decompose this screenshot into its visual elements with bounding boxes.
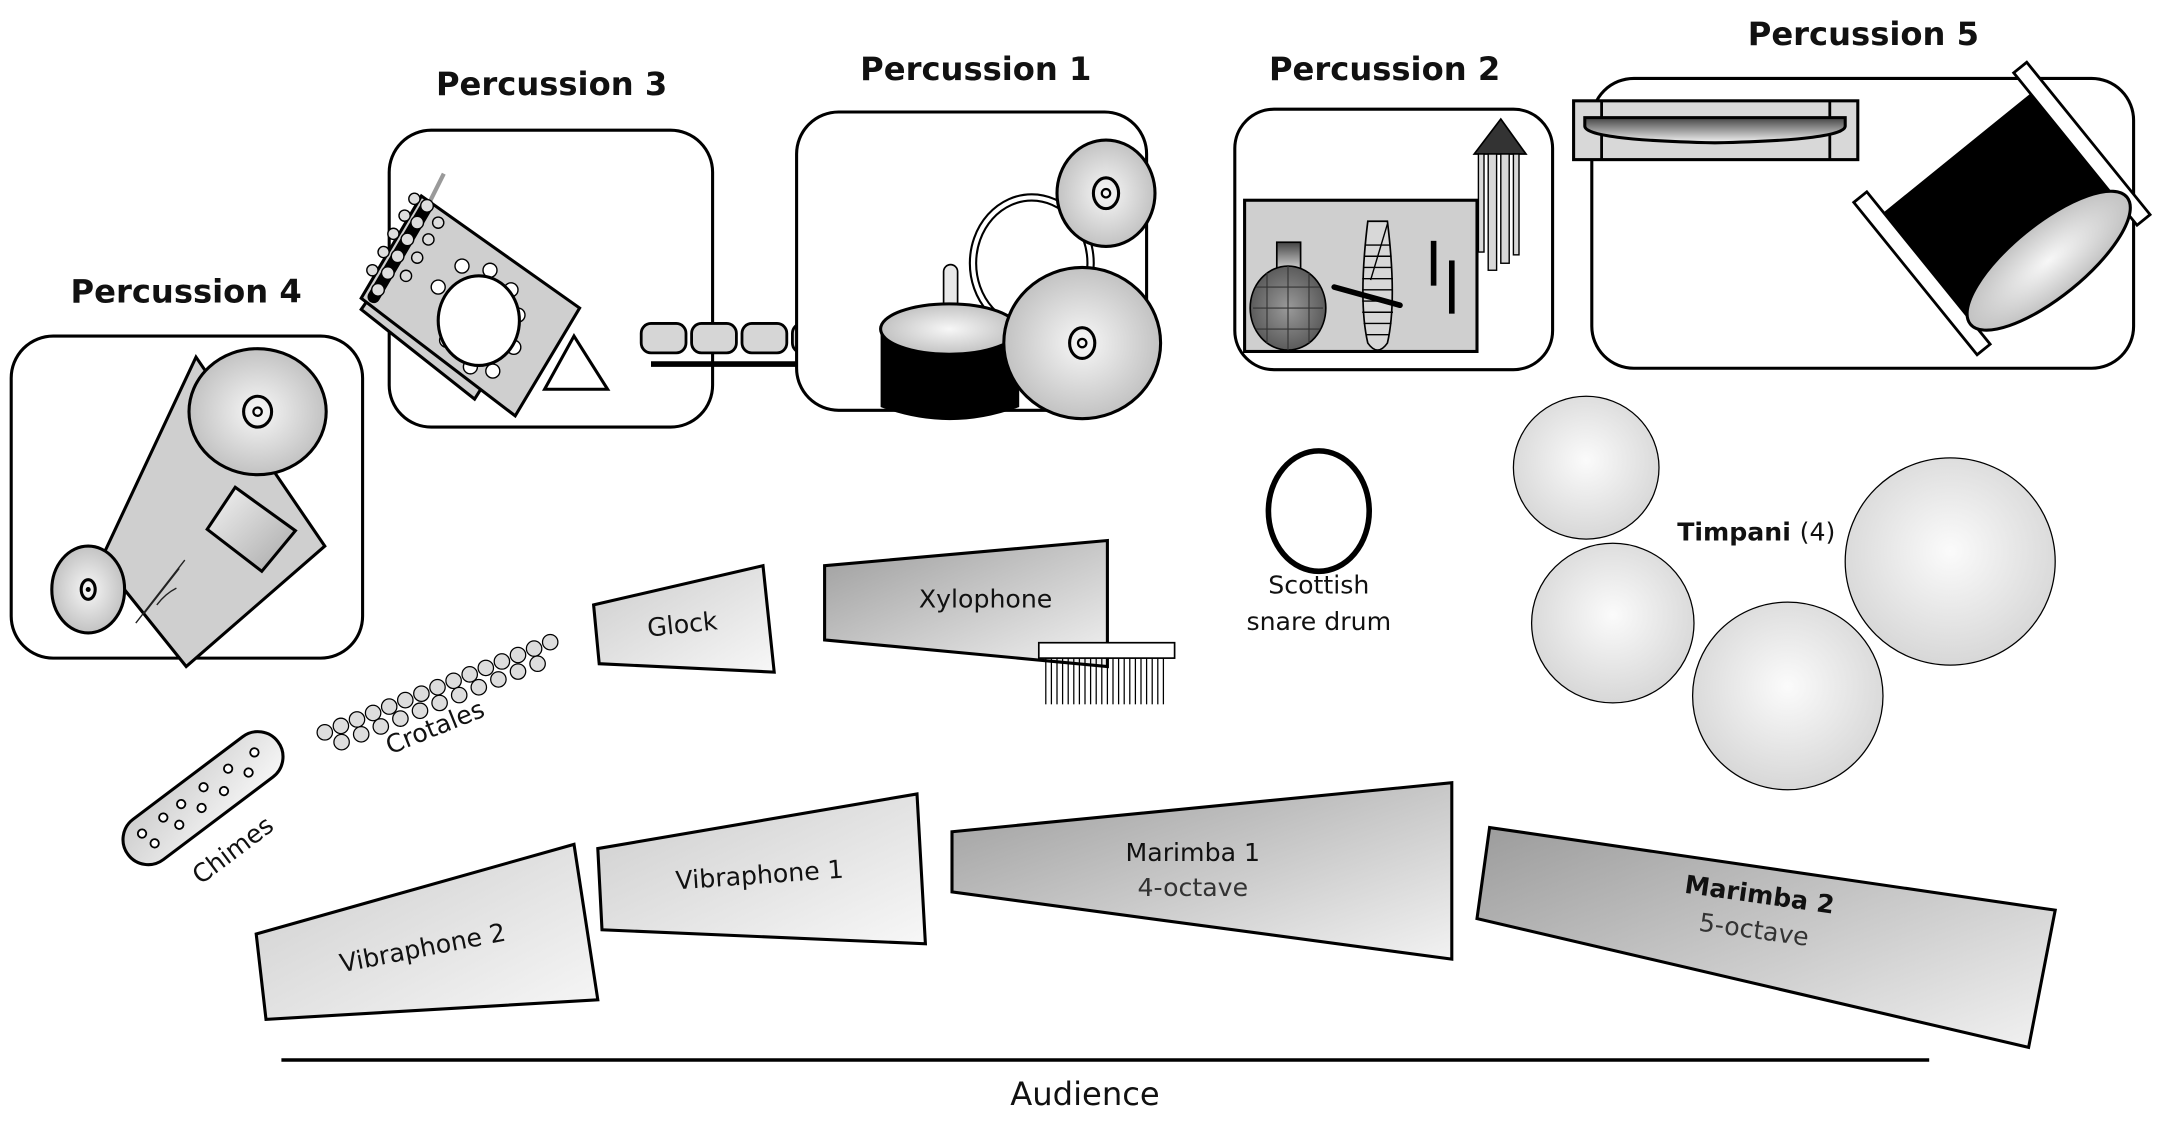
station-percussion-4: Percussion 4 xyxy=(9,272,365,669)
station-percussion-1: Percussion 1 xyxy=(795,50,1163,421)
crotale-disc xyxy=(445,672,462,690)
cymbal-small-icon xyxy=(50,544,127,635)
vibraphone-2: Vibraphone 2 xyxy=(254,842,600,1022)
station-title: Percussion 5 xyxy=(1748,15,1979,53)
chimes: Chimes xyxy=(121,730,285,890)
station-percussion-5: Percussion 5 xyxy=(1572,15,2153,370)
crotale-disc xyxy=(396,691,414,709)
station-percussion-2: Percussion 2 xyxy=(1233,50,1555,372)
cymbal-large-icon xyxy=(1002,265,1163,421)
crotales: Crotales xyxy=(316,633,559,760)
chimes-body xyxy=(121,730,285,867)
cymbal-large-icon xyxy=(187,347,328,477)
crotale-disc xyxy=(470,678,488,696)
station-title: Percussion 2 xyxy=(1269,50,1500,88)
station-title: Percussion 1 xyxy=(860,50,1091,88)
marimba-1: Marimba 1 4-octave xyxy=(950,781,1454,961)
crotale-disc xyxy=(364,704,382,722)
timpano xyxy=(1691,601,1884,791)
mallet-rack-icon xyxy=(366,192,445,304)
station-percussion-3: Percussion 3 xyxy=(359,65,715,429)
crotale-disc xyxy=(316,723,334,741)
triangle-icon xyxy=(541,333,611,391)
crotale-disc xyxy=(332,717,350,735)
mark-tree-icon xyxy=(1472,117,1528,271)
crotale-disc xyxy=(333,733,350,751)
xylophone: Xylophone xyxy=(823,538,1176,705)
crotale-disc xyxy=(411,702,429,720)
xylophone-label: Xylophone xyxy=(919,585,1052,614)
snare-drum-icon xyxy=(1265,448,1372,575)
marimba-1-label: Marimba 1 xyxy=(1126,838,1261,867)
snare-label-line2: snare drum xyxy=(1246,607,1391,636)
marimba-2-body xyxy=(1475,825,2058,1050)
thunder-sheet-icon xyxy=(1572,99,1860,162)
crotale-disc xyxy=(392,710,409,727)
cymbal-small-icon xyxy=(1055,138,1157,248)
crotale-disc xyxy=(461,666,479,683)
crotale-disc xyxy=(413,685,430,703)
vibraphone-1-body xyxy=(596,792,928,946)
marimba-1-body xyxy=(950,781,1454,961)
tambourine-icon xyxy=(430,258,526,379)
guiro-icon xyxy=(1362,220,1394,351)
crotale-disc xyxy=(509,646,527,664)
crotale-disc xyxy=(431,694,448,712)
crotale-disc xyxy=(529,655,546,673)
crotale-disc xyxy=(541,633,559,651)
crotale-disc xyxy=(352,725,370,743)
marimba-2: Marimba 2 5-octave xyxy=(1475,825,2058,1050)
audience-label: Audience xyxy=(1010,1075,1159,1113)
scottish-snare-drum: Scottish snare drum xyxy=(1246,448,1391,636)
vibraphone-2-body xyxy=(254,842,600,1022)
timpani-group: Timpani (4) xyxy=(1512,395,2056,791)
crotale-disc xyxy=(477,659,495,677)
crotale-disc xyxy=(490,671,507,688)
crotale-disc xyxy=(450,686,468,704)
claves-icon xyxy=(1430,240,1455,314)
timpani-label: Timpani (4) xyxy=(1677,517,1835,546)
crotale-disc xyxy=(348,711,366,728)
bass-drum-large-icon xyxy=(1851,60,2153,357)
vibraphone-1: Vibraphone 1 xyxy=(596,792,928,946)
tray-table-icon xyxy=(359,172,582,419)
station-title: Percussion 4 xyxy=(71,272,302,310)
timpano xyxy=(1844,457,2056,666)
timpano xyxy=(1530,542,1695,704)
crotale-disc xyxy=(429,678,446,696)
shekere-icon xyxy=(1249,241,1327,351)
glock-body xyxy=(591,563,776,674)
crotale-disc xyxy=(509,663,527,680)
crotale-disc xyxy=(493,653,511,670)
timpano xyxy=(1512,395,1660,540)
crotale-disc xyxy=(525,640,543,657)
marimba-1-range: 4-octave xyxy=(1138,873,1249,902)
chimes-rack-icon xyxy=(1037,641,1176,705)
crotale-disc xyxy=(372,718,390,735)
tray-table-icon xyxy=(98,353,327,669)
drum-pad-icon xyxy=(205,485,298,574)
station-title: Percussion 3 xyxy=(436,65,667,103)
glockenspiel: Glock xyxy=(591,563,776,674)
scraper-stick xyxy=(1331,284,1403,309)
crotale-disc xyxy=(380,698,398,715)
snare-label-line1: Scottish xyxy=(1268,571,1369,600)
